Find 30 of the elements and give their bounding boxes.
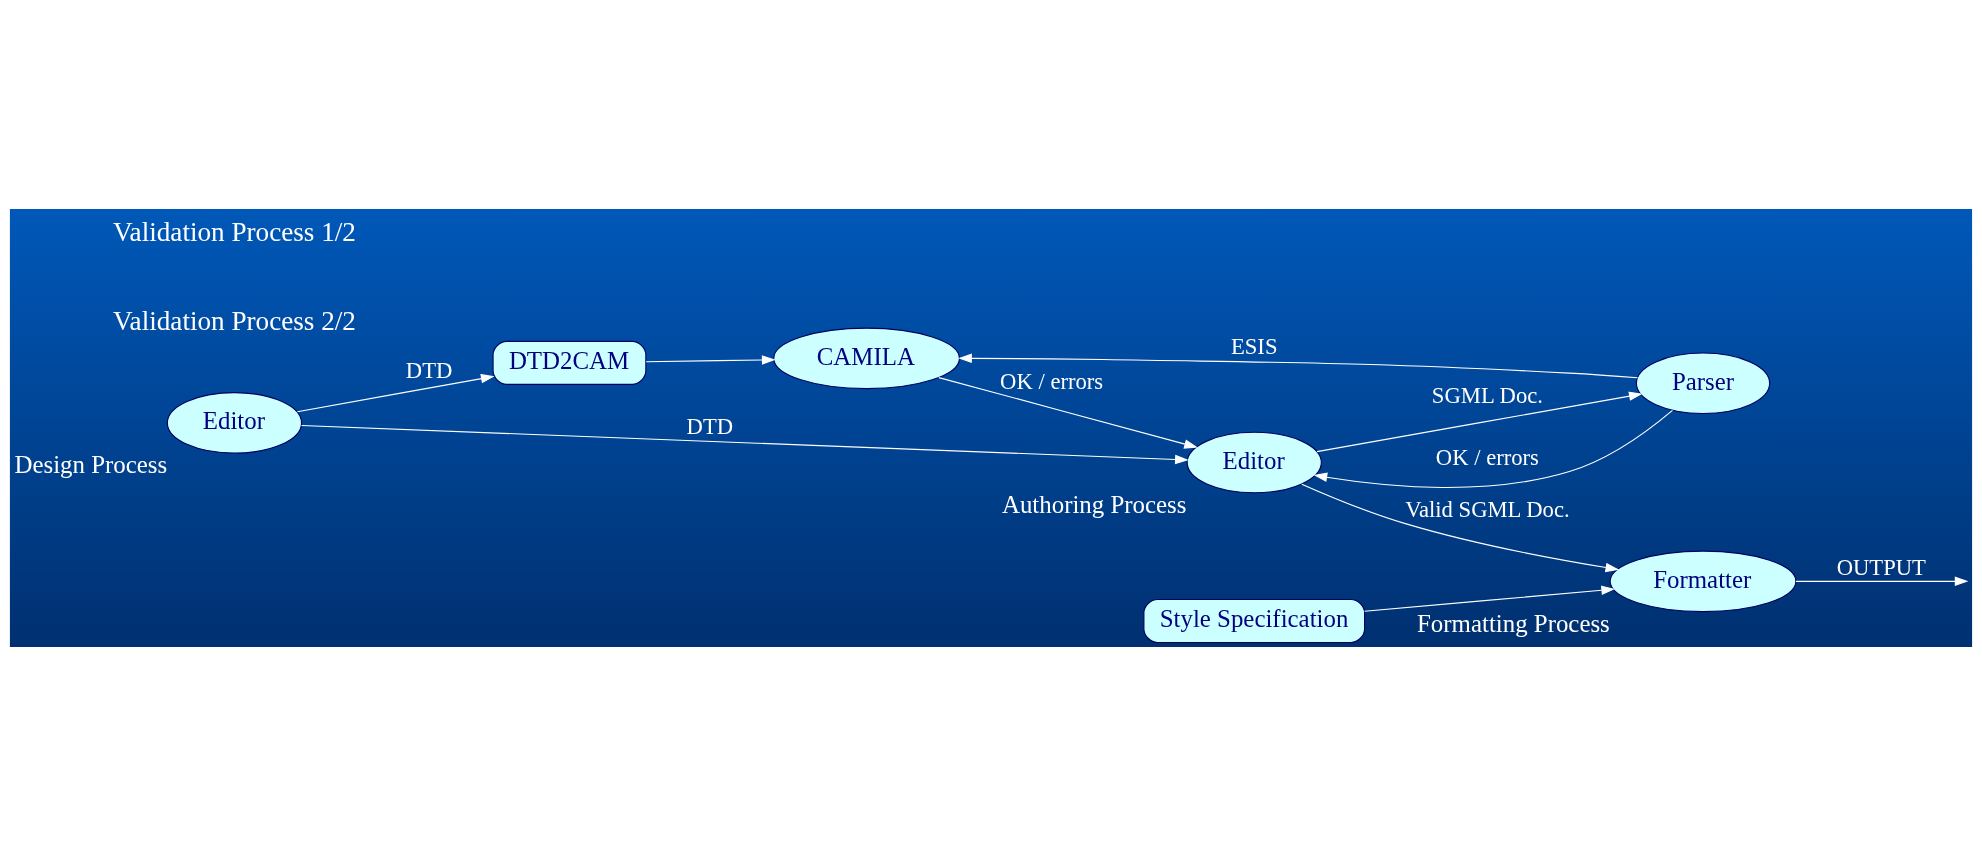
edge-label: OK / errors: [1000, 368, 1104, 394]
edge-label: Valid SGML Doc.: [1405, 496, 1570, 522]
edge-label: OUTPUT: [1836, 554, 1926, 580]
arrow: [1313, 409, 1674, 488]
edge-label: OK / errors: [1435, 444, 1539, 470]
arrow: [938, 376, 1198, 449]
edge-label: ESIS: [1230, 333, 1278, 359]
label: Validation Process 2/2: [113, 305, 356, 336]
arrow: [1316, 391, 1643, 452]
arrow: [958, 353, 1639, 378]
arrow: [645, 354, 776, 365]
edge-label: SGML Doc.: [1431, 382, 1543, 408]
node-box: Style Specification: [1143, 598, 1366, 643]
node-box: DTD2CAM: [492, 340, 647, 385]
edge-label: DTD: [405, 357, 453, 383]
edge-label: DTD: [686, 413, 734, 439]
node-ellipse: Editor: [166, 391, 303, 454]
node-label: Design Process: [14, 450, 168, 478]
node-ellipse: Editor: [1186, 431, 1322, 493]
arrow: [296, 373, 495, 412]
node-label: Authoring Process: [1001, 490, 1187, 518]
node-ellipse: Parser: [1635, 351, 1771, 414]
node-ellipse: Formatter: [1609, 550, 1797, 612]
arrow: [1795, 576, 1969, 586]
arrow: [1301, 483, 1620, 572]
node-ellipse: CAMILA: [773, 327, 960, 389]
arrow: [301, 424, 1189, 464]
label: Validation Process 1/2: [113, 216, 356, 247]
arrow: [1364, 585, 1615, 612]
node-label: Formatting Process: [1417, 609, 1610, 637]
